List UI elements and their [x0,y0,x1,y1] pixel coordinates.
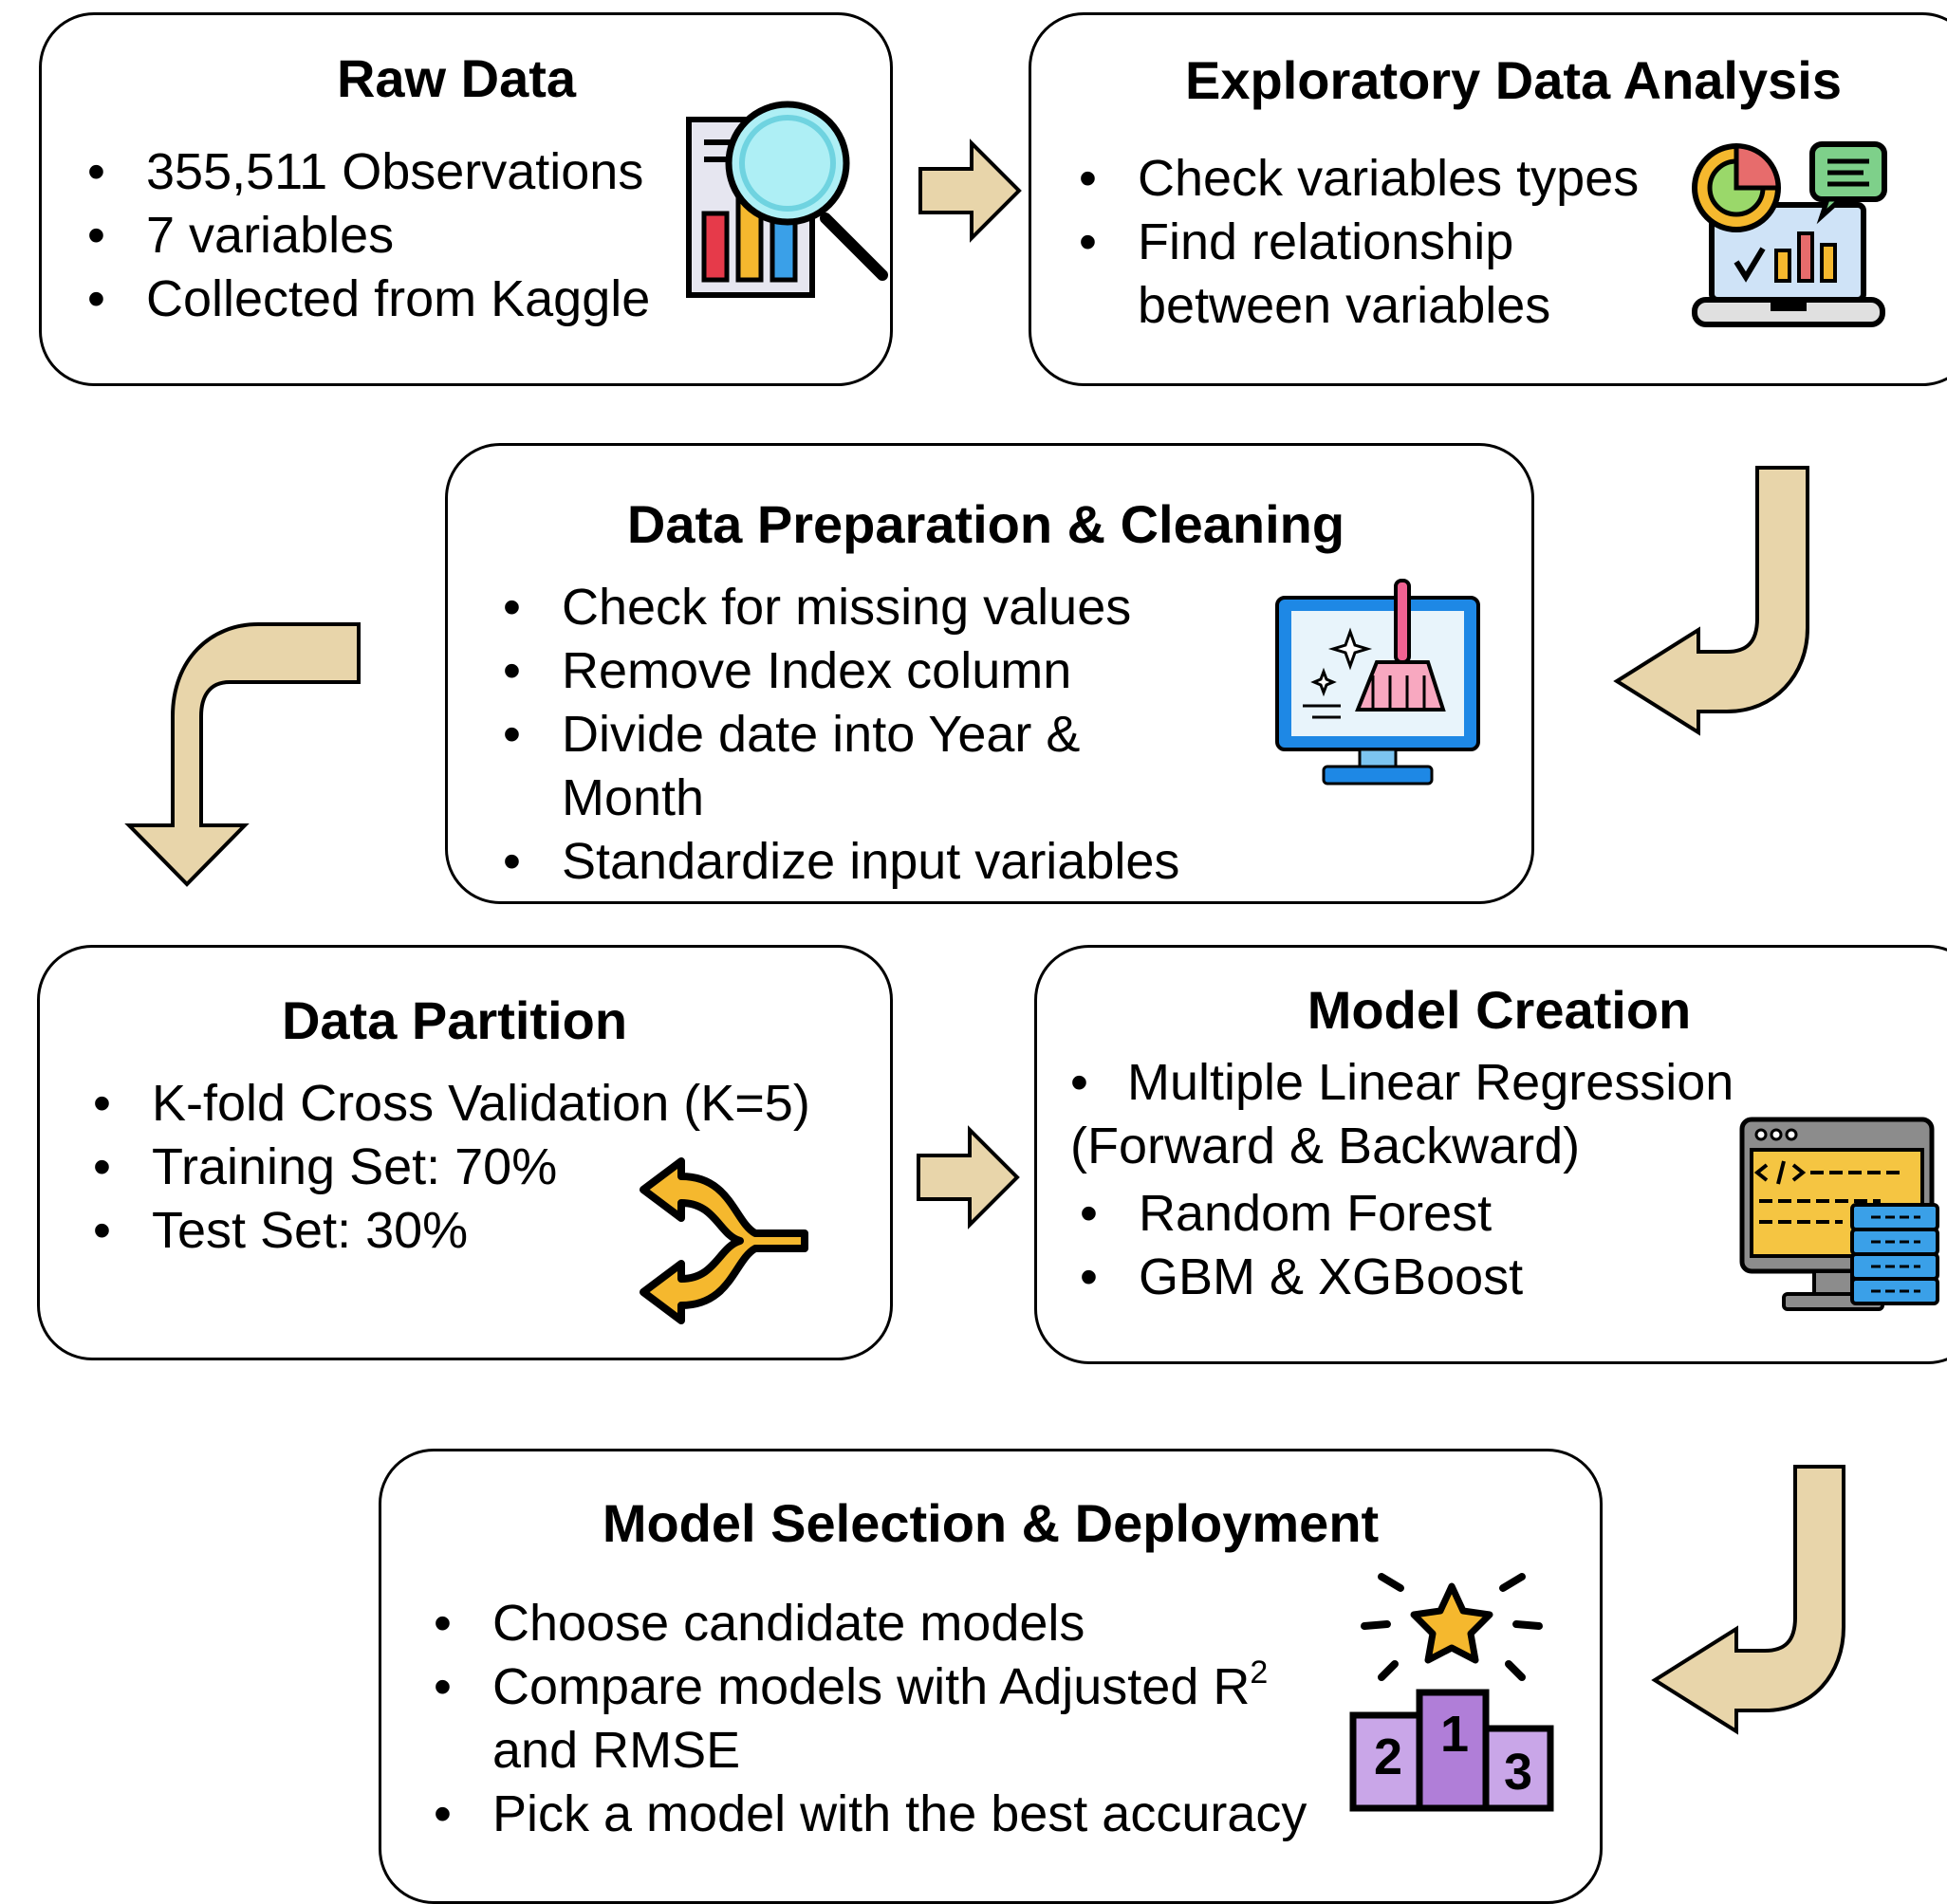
monitor-broom-icon [1275,579,1480,786]
raw-data-title: Raw Data [336,48,577,108]
code-server-icon [1739,1117,1939,1311]
partition-title: Data Partition [281,990,628,1050]
list-item: •Collected from Kaggle [87,270,651,327]
list-item: (Forward & Backward) [1070,1118,1581,1174]
report-magnifier-icon [686,101,888,298]
model-title: Model Creation [1307,980,1692,1040]
curved-arrow-left-2 [1651,1465,1845,1735]
list-item: •Choose candidate models [434,1595,1085,1652]
curved-arrow-left-1 [1613,466,1809,736]
list-item: •Find relationship [1079,213,1514,270]
podium-star-icon: 2 1 3 [1349,1573,1554,1812]
partition-list: •K-fold Cross Validation (K=5) •Training… [93,1072,810,1263]
list-item: between variables [1138,277,1551,334]
split-arrows-icon [640,1157,808,1324]
list-item: Month [562,769,705,826]
podium-third-label: 3 [1504,1744,1532,1801]
list-item: •GBM & XGBoost [1080,1248,1524,1305]
list-item: •Training Set: 70% [93,1138,558,1195]
prep-list: •Check for missing values •Remove Index … [503,576,1179,894]
selection-box [379,1449,1603,1904]
list-item: •Check variables types [1079,150,1640,207]
list-item: and RMSE [492,1722,741,1779]
model-list-2: •Random Forest •GBM & XGBoost [1080,1182,1523,1309]
list-item: •Pick a model with the best accuracy [434,1785,1307,1842]
eda-list: •Check variables types •Find relationshi… [1079,147,1639,338]
list-item: •Check for missing values [503,579,1132,636]
right-arrow-1 [918,139,1022,243]
podium-first-label: 1 [1440,1706,1469,1763]
eda-box [1029,12,1947,386]
eda-title: Exploratory Data Analysis [1185,50,1842,110]
list-item: •Test Set: 30% [93,1202,469,1259]
list-item: •Remove Index column [503,642,1072,699]
raw-data-list: •355,511 Observations •7 variables •Coll… [87,140,650,331]
prep-title: Data Preparation & Cleaning [626,494,1345,554]
list-item: •7 variables [87,207,395,264]
curved-arrow-down [124,622,361,887]
selection-title: Model Selection & Deployment [602,1493,1380,1553]
list-item: •Compare models with Adjusted R2 [434,1654,1269,1715]
list-item: •355,511 Observations [87,143,644,200]
list-item: •Standardize input variables [503,833,1180,890]
laptop-analytics-icon [1692,141,1887,327]
list-item: •Divide date into Year & [503,706,1081,763]
selection-list: •Choose candidate models •Compare models… [434,1592,1307,1846]
list-item: •K-fold Cross Validation (K=5) [93,1075,810,1132]
model-list: •Multiple Linear Regression (Forward & B… [1070,1051,1734,1178]
right-arrow-2 [917,1125,1020,1229]
list-item: •Random Forest [1080,1185,1493,1242]
partition-box [37,945,893,1360]
list-item: •Multiple Linear Regression [1070,1054,1734,1111]
podium-second-label: 2 [1374,1728,1402,1785]
